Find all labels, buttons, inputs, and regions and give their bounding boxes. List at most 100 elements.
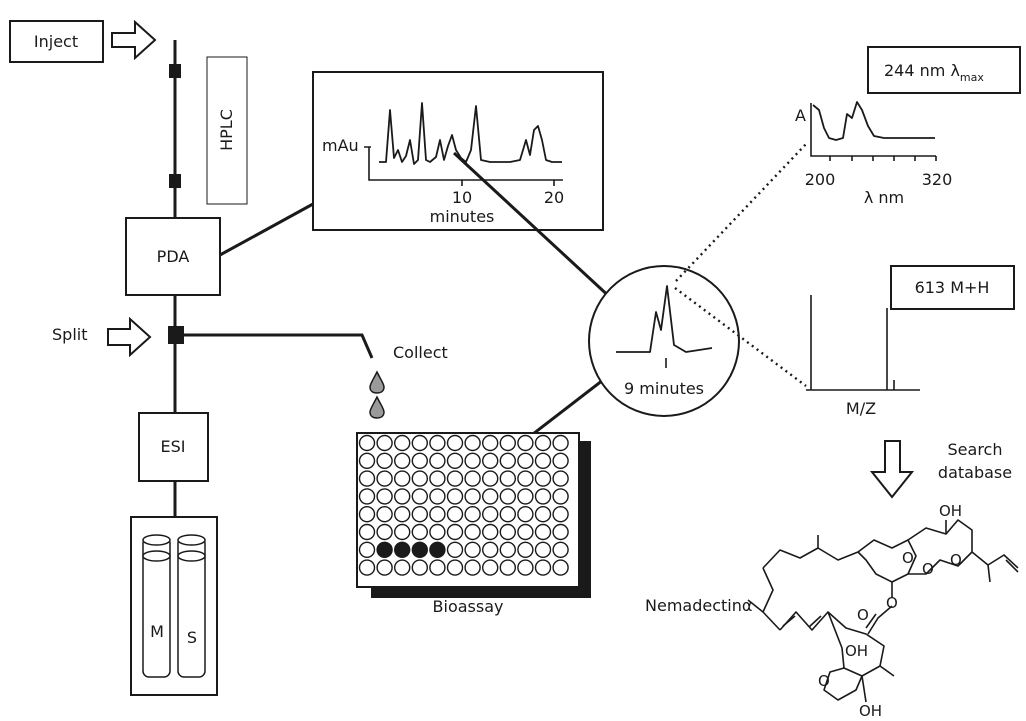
- well: [499, 523, 516, 541]
- atom-o: O: [886, 594, 898, 612]
- well: [411, 559, 428, 576]
- search-database-step: Search database: [869, 440, 1012, 499]
- well: [517, 452, 534, 469]
- well: [394, 470, 411, 487]
- well: [499, 559, 516, 576]
- well: [464, 470, 481, 487]
- uv-dotted-connector: [675, 142, 808, 282]
- split-stage: Split: [52, 316, 374, 359]
- well: [464, 541, 481, 558]
- ring-pyran-2: [907, 519, 973, 575]
- well: [429, 506, 446, 523]
- well: [446, 488, 464, 505]
- magnifier-time-label: 9 minutes: [624, 379, 704, 398]
- well: [517, 541, 534, 558]
- uv-axes: [810, 103, 936, 157]
- well: [517, 434, 534, 452]
- chromatogram-axes: [364, 146, 563, 181]
- inject-box: [9, 20, 104, 63]
- ring-furan: [823, 667, 863, 701]
- well: [482, 541, 499, 558]
- well: [394, 488, 411, 505]
- well: [429, 434, 446, 452]
- ms-xlabel: M/Z: [846, 399, 876, 418]
- bond-double: [782, 615, 822, 628]
- well: [411, 452, 428, 469]
- mass-spectrum-inset: 613 M+H M/Z: [806, 265, 1015, 418]
- esi-label: ESI: [161, 437, 186, 456]
- collect-label: Collect: [393, 343, 448, 362]
- pda-label: PDA: [157, 247, 190, 266]
- uv-xlabel: λ nm: [864, 188, 904, 207]
- well-filled: [376, 541, 393, 558]
- inject-stage: Inject: [9, 19, 157, 63]
- atom-o: O: [818, 672, 830, 690]
- uv-xmin: 200: [805, 170, 836, 189]
- bond-substituents: [861, 665, 895, 703]
- well: [552, 470, 569, 487]
- well: [517, 470, 534, 487]
- well: [358, 470, 376, 487]
- ring-pyran-1: [857, 539, 917, 583]
- well: [464, 506, 481, 523]
- well: [499, 452, 516, 469]
- well: [394, 434, 411, 452]
- well: [552, 541, 569, 558]
- well: [411, 523, 428, 541]
- structure-atom-labels: OH O O O O O OH O OH: [818, 502, 962, 720]
- well: [446, 506, 464, 523]
- well: [446, 541, 464, 558]
- well: [394, 452, 411, 469]
- well: [482, 559, 499, 576]
- droplet-icon: [369, 395, 385, 419]
- well: [429, 559, 446, 576]
- well: [376, 559, 393, 576]
- well: [534, 470, 552, 487]
- well: [552, 523, 569, 541]
- chromatogram-box: [312, 71, 604, 231]
- valve-lower: [169, 174, 181, 188]
- well: [482, 470, 499, 487]
- well: [499, 434, 516, 452]
- well: [358, 488, 376, 505]
- bond-methyl: [747, 599, 764, 613]
- well: [429, 523, 446, 541]
- well: [534, 523, 552, 541]
- well: [534, 541, 552, 558]
- uv-trace: [812, 101, 935, 141]
- esi-source: ESI: [138, 412, 209, 482]
- atom-o: O: [922, 560, 934, 578]
- well: [446, 452, 464, 469]
- bond-chain: [762, 547, 859, 569]
- well: [464, 523, 481, 541]
- inject-label: Inject: [34, 32, 78, 51]
- ms-callout-box: [890, 265, 1015, 310]
- bioassay-plate: Bioassay: [356, 432, 591, 616]
- peak-to-magnifier-connector: [452, 151, 615, 302]
- well: [376, 452, 393, 469]
- pda-to-chromatogram-connector: [219, 202, 314, 257]
- chromatogram-xlabel: minutes: [430, 207, 495, 226]
- chromatogram-trace: [379, 102, 562, 165]
- well: [552, 434, 569, 452]
- well: [482, 488, 499, 505]
- esi-box: [138, 412, 209, 482]
- well: [429, 452, 446, 469]
- ms-label-s: S: [187, 628, 197, 647]
- valve-upper: [169, 64, 181, 78]
- well: [552, 452, 569, 469]
- well: [482, 506, 499, 523]
- well: [358, 559, 376, 576]
- ms-callout-text: 613 M+H: [915, 278, 990, 297]
- well: [499, 506, 516, 523]
- collect-stage: Collect: [369, 343, 448, 419]
- uv-spectrum-inset: 244 nm λmax A 200 320 λ nm: [795, 46, 1021, 207]
- well: [499, 488, 516, 505]
- bond-diene: [779, 611, 829, 631]
- bond-chain: [762, 567, 781, 631]
- well: [464, 559, 481, 576]
- uv-xmax: 320: [922, 170, 953, 189]
- well: [394, 523, 411, 541]
- split-label: Split: [52, 325, 87, 344]
